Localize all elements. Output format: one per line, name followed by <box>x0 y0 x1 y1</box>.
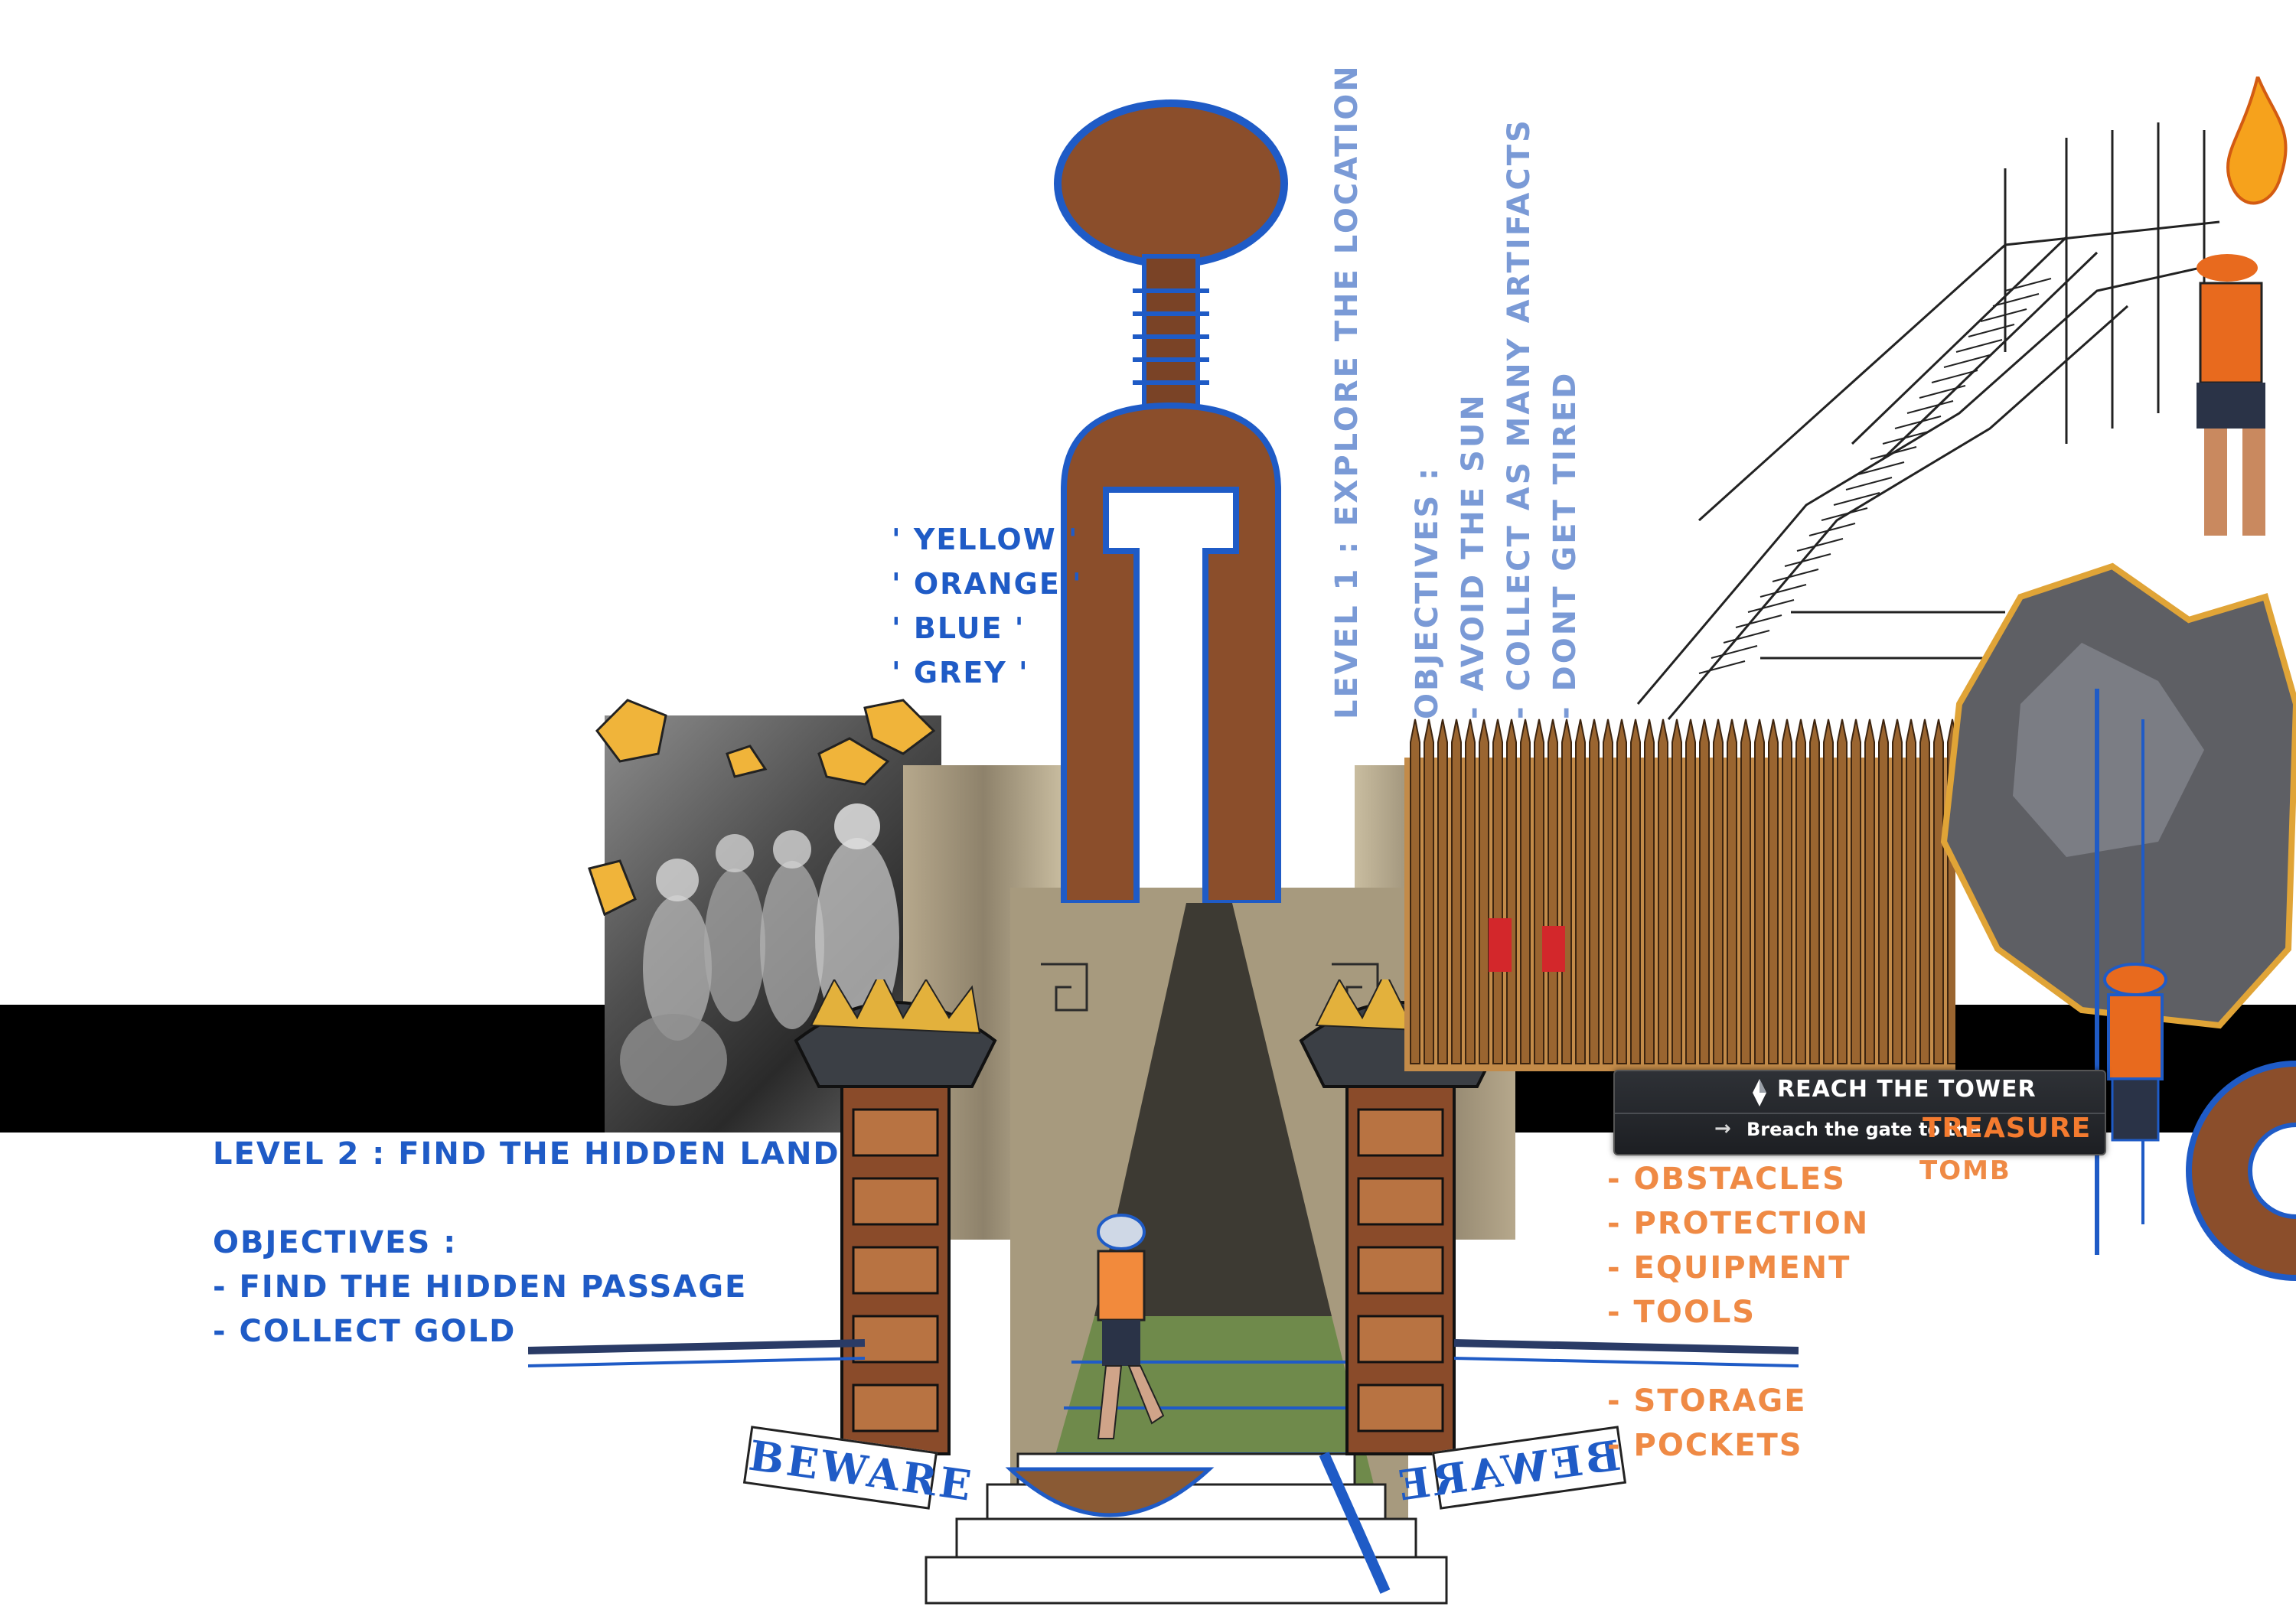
hud-treasure-word: TREASURE <box>1923 1113 2092 1144</box>
checklist-item-pockets: - POCKETS <box>1607 1428 1803 1463</box>
objective-hud-panel: REACH THE TOWER → Breach the gate to the… <box>1613 1070 2106 1155</box>
rope-climber-icon <box>2095 689 2167 1255</box>
climber-orange-icon <box>2197 254 2265 536</box>
gold-nugget-icons <box>588 699 936 917</box>
rusty-ring-icon <box>2186 1061 2296 1281</box>
checklist-item-obstacles: - OBSTACLES <box>1607 1162 1846 1197</box>
checklist-item-equipment: - EQUIPMENT <box>1607 1250 1851 1286</box>
palette-word-1: ' YELLOW ' <box>892 523 1079 556</box>
level2-objective-2: - COLLECT GOLD <box>213 1314 517 1349</box>
palette-word-4: ' GREY ' <box>892 656 1029 689</box>
palette-word-3: ' BLUE ' <box>892 611 1026 645</box>
hud-subline: Breach the gate to the <box>1746 1119 1981 1140</box>
level2-objective-1: - FIND THE HIDDEN PASSAGE <box>213 1269 748 1305</box>
hud-tomb-word: TOMB <box>1919 1155 2011 1186</box>
totem-pillar-left <box>794 979 997 1455</box>
level1-objectives-heading: OBJECTIVES : <box>1410 465 1445 719</box>
level2-objectives: LEVEL 2 : FIND THE HIDDEN LAND OBJECTIVE… <box>213 1132 840 1354</box>
stone-bowl <box>1005 1467 1215 1517</box>
level1-objective-1: - AVOID THE SUN <box>1456 393 1491 719</box>
equipment-checklist: - OBSTACLES - PROTECTION - EQUIPMENT - T… <box>1607 1157 1869 1468</box>
level1-title: LEVEL 1 : EXPLORE THE LOCATION <box>1329 64 1365 719</box>
checklist-item-protection: - PROTECTION <box>1607 1206 1870 1241</box>
compass-needle-icon <box>1753 1079 1766 1106</box>
arrow-right-icon: → <box>1714 1117 1731 1140</box>
level1-objective-3: - DONT GET TIRED <box>1548 370 1583 719</box>
level2-objectives-heading: OBJECTIVES : <box>213 1225 458 1260</box>
checklist-item-tools: - TOOLS <box>1607 1295 1756 1330</box>
color-palette-list: ' YELLOW ' ' ORANGE ' ' BLUE ' ' GREY ' <box>892 517 1083 695</box>
flame-icon <box>2226 77 2288 205</box>
checklist-item-storage: - STORAGE <box>1607 1383 1807 1419</box>
rock-outcrop <box>1940 562 2296 1029</box>
explorer-character-icon <box>1097 1214 1165 1439</box>
spike-palisade <box>1404 719 1955 1071</box>
corkscrew-artifact <box>1054 99 1288 903</box>
stone-stairs <box>925 1452 1448 1605</box>
level1-objective-2: - COLLECT AS MANY ARTIFACTS <box>1502 118 1537 719</box>
level2-title: LEVEL 2 : FIND THE HIDDEN LAND <box>213 1136 840 1172</box>
rail-right <box>1454 1339 1799 1367</box>
palette-word-2: ' ORANGE ' <box>892 567 1083 601</box>
rail-left <box>528 1339 865 1367</box>
hud-headline: REACH THE TOWER <box>1777 1076 2037 1103</box>
